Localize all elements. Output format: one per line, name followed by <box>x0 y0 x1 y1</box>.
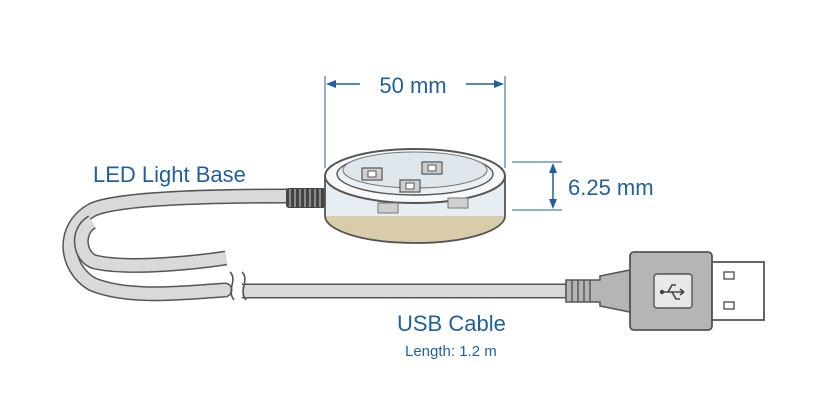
cable-break-mark <box>229 271 247 301</box>
led-light-base-label: LED Light Base <box>93 162 246 187</box>
usb-plug <box>565 251 765 331</box>
diameter-label: 50 mm <box>379 73 446 98</box>
led-chip <box>361 167 383 181</box>
led-chip <box>421 161 443 175</box>
usb-cable <box>62 188 570 302</box>
strain-relief <box>286 188 326 208</box>
height-dimension <box>512 161 562 211</box>
led-light-base <box>324 148 506 244</box>
diameter-dimension <box>324 76 506 168</box>
usb-icon <box>653 273 693 309</box>
height-label: 6.25 mm <box>568 175 654 200</box>
usb-cable-label: USB Cable <box>397 311 506 336</box>
led-chip <box>399 179 421 193</box>
cable-length-label: Length: 1.2 m <box>405 343 497 360</box>
